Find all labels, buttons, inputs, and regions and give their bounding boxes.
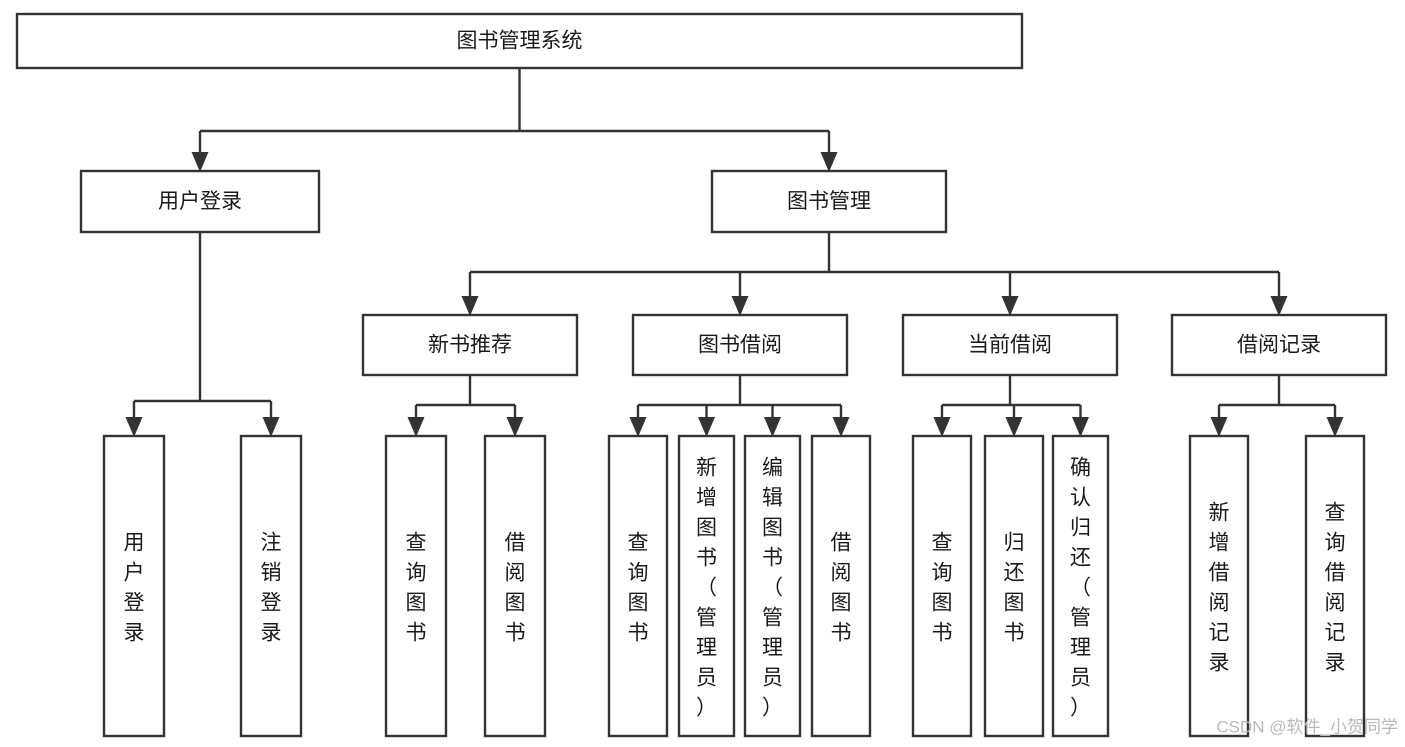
- node-label: 注销登录: [261, 531, 282, 644]
- node-box[interactable]: [911, 434, 973, 738]
- node-label: 归还图书: [1004, 531, 1025, 644]
- node-current-borrow[interactable]: 当前借阅: [901, 313, 1119, 377]
- node-leaf-borrow-book-1[interactable]: 借阅图书: [483, 434, 547, 738]
- node-box[interactable]: [901, 313, 1119, 377]
- arrow-icon: [820, 152, 838, 172]
- arrow-icon: [731, 296, 749, 316]
- node-leaf-add-book[interactable]: 新增图书（管理员）: [677, 434, 736, 738]
- arrow-icon: [832, 417, 850, 437]
- connector-userlogin-to-leaves: [125, 232, 280, 437]
- node-leaf-borrow-book-2[interactable]: 借阅图书: [810, 434, 872, 738]
- node-box[interactable]: [361, 313, 579, 377]
- node-label: 图书管理系统: [457, 30, 583, 53]
- connector-borrowrecord-to-leaves: [1210, 375, 1344, 437]
- arrow-icon: [933, 417, 951, 437]
- node-box[interactable]: [1188, 434, 1250, 738]
- arrow-icon: [125, 417, 143, 437]
- node-box[interactable]: [483, 434, 547, 738]
- node-label: 借阅图书: [505, 531, 526, 644]
- node-box[interactable]: [15, 12, 1024, 70]
- node-box[interactable]: [384, 434, 448, 738]
- arrow-icon: [1210, 417, 1228, 437]
- arrow-icon: [764, 417, 781, 437]
- node-box[interactable]: [1051, 434, 1110, 738]
- node-label: 图书借阅: [698, 334, 782, 357]
- arrow-icon: [629, 417, 647, 437]
- node-label: 编辑图书（管理员）: [762, 456, 783, 719]
- node-box[interactable]: [102, 434, 166, 738]
- node-label: 当前借阅: [968, 334, 1052, 357]
- node-leaf-return-book[interactable]: 归还图书: [983, 434, 1045, 738]
- node-box[interactable]: [1304, 434, 1366, 738]
- node-leaf-query-book-2[interactable]: 查询图书: [607, 434, 669, 738]
- connector-newbook-to-leaves: [407, 375, 524, 437]
- node-label: 图书管理: [787, 190, 871, 213]
- node-box[interactable]: [607, 434, 669, 738]
- node-label: 借阅记录: [1237, 334, 1321, 357]
- node-label: 确认归还（管理员）: [1070, 456, 1091, 719]
- node-label: 查询图书: [406, 531, 427, 644]
- node-label: 新增图书（管理员）: [696, 456, 717, 719]
- node-root-system[interactable]: 图书管理系统: [15, 12, 1024, 70]
- node-leaf-edit-book[interactable]: 编辑图书（管理员）: [743, 434, 802, 738]
- node-borrow-record[interactable]: 借阅记录: [1170, 313, 1388, 377]
- nodes-layer: 图书管理系统用户登录图书管理新书推荐图书借阅当前借阅借阅记录用户登录注销登录查询…: [15, 12, 1388, 738]
- arrow-icon: [407, 417, 425, 437]
- node-label: 借阅图书: [831, 531, 852, 644]
- arrow-icon: [191, 152, 209, 172]
- node-leaf-query-borrow-record[interactable]: 查询借阅记录: [1304, 434, 1366, 738]
- arrow-icon: [1326, 417, 1344, 437]
- connector-bookborrow-to-leaves: [629, 375, 850, 437]
- arrow-icon: [1270, 296, 1288, 316]
- arrow-icon: [506, 417, 524, 437]
- node-leaf-confirm-return[interactable]: 确认归还（管理员）: [1051, 434, 1110, 738]
- arrow-icon: [461, 296, 479, 316]
- node-new-book-recommend[interactable]: 新书推荐: [361, 313, 579, 377]
- node-box[interactable]: [743, 434, 802, 738]
- node-leaf-query-book-1[interactable]: 查询图书: [384, 434, 448, 738]
- node-box[interactable]: [1170, 313, 1388, 377]
- node-box[interactable]: [79, 169, 321, 234]
- connectors-layer: [125, 68, 1344, 437]
- node-label: 新书推荐: [428, 334, 512, 357]
- arrow-icon: [1005, 417, 1023, 437]
- node-user-login[interactable]: 用户登录: [79, 169, 321, 234]
- node-box[interactable]: [677, 434, 736, 738]
- node-book-borrow[interactable]: 图书借阅: [631, 313, 849, 377]
- node-book-management[interactable]: 图书管理: [710, 169, 948, 234]
- arrow-icon: [1072, 417, 1089, 437]
- node-box[interactable]: [710, 169, 948, 234]
- node-label: 用户登录: [124, 531, 145, 644]
- node-box[interactable]: [810, 434, 872, 738]
- connector-currentborrow-to-leaves: [933, 375, 1089, 437]
- node-leaf-add-borrow-record[interactable]: 新增借阅记录: [1188, 434, 1250, 738]
- node-label: 新增借阅记录: [1209, 501, 1230, 674]
- node-box[interactable]: [983, 434, 1045, 738]
- connector-root-to-level1: [191, 68, 838, 172]
- arrow-icon: [262, 417, 280, 437]
- arrow-icon: [698, 417, 715, 437]
- node-box[interactable]: [631, 313, 849, 377]
- csdn-watermark: CSDN @软件_小贺同学: [1216, 717, 1398, 736]
- node-label: 查询图书: [628, 531, 649, 644]
- node-box[interactable]: [239, 434, 303, 738]
- node-leaf-query-book-3[interactable]: 查询图书: [911, 434, 973, 738]
- connector-bookmgmt-to-level2: [461, 232, 1288, 316]
- node-leaf-user-login[interactable]: 用户登录: [102, 434, 166, 738]
- node-label: 查询图书: [932, 531, 953, 644]
- node-label: 查询借阅记录: [1325, 501, 1346, 674]
- arrow-icon: [1001, 296, 1019, 316]
- node-label: 用户登录: [158, 190, 242, 213]
- node-leaf-user-logout[interactable]: 注销登录: [239, 434, 303, 738]
